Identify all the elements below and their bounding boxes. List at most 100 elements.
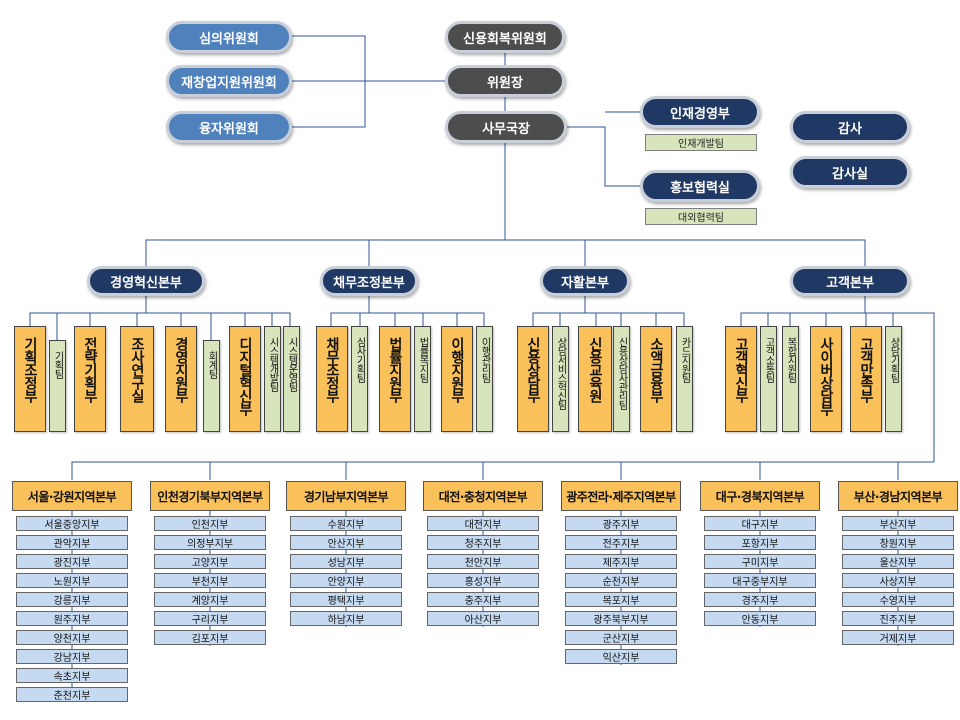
team-unit[interactable]: 이행관리팀 [476, 326, 493, 432]
branch-item[interactable]: 사상지부 [842, 573, 954, 588]
pr-cooperation-office[interactable]: 홍보협력실 [640, 170, 760, 202]
credit-recovery-committee[interactable]: 신용회복위원회 [445, 21, 565, 53]
branch-item[interactable]: 익산지부 [565, 649, 677, 664]
branch-item[interactable]: 관악지부 [16, 535, 128, 550]
branch-item[interactable]: 목포지부 [565, 592, 677, 607]
branch-item[interactable]: 홍성지부 [427, 573, 539, 588]
branch-item[interactable]: 천안지부 [427, 554, 539, 569]
branch-item[interactable]: 평택지부 [290, 592, 402, 607]
branch-item[interactable]: 충주지부 [427, 592, 539, 607]
team-unit[interactable]: 카드지원팀 [676, 326, 693, 432]
branch-item[interactable]: 원주지부 [16, 611, 128, 626]
dept-unit[interactable]: 고객만족부 [850, 326, 882, 432]
branch-item[interactable]: 계양지부 [154, 592, 266, 607]
branch-item[interactable]: 속초지부 [16, 668, 128, 683]
branch-item[interactable]: 대구중부지부 [704, 573, 816, 588]
branch-item[interactable]: 안산지부 [290, 535, 402, 550]
committee-restart-support[interactable]: 재창업지원위원회 [166, 65, 292, 97]
dept-unit[interactable]: 소액금융부 [640, 326, 672, 432]
branch-item[interactable]: 창원지부 [842, 535, 954, 550]
region-daegu-gyeongbuk[interactable]: 대구·경북지역본부 [700, 481, 820, 511]
branch-item[interactable]: 광주북부지부 [565, 611, 677, 626]
branch-item[interactable]: 춘천지부 [16, 687, 128, 702]
dept-unit[interactable]: 고객혁신부 [725, 326, 757, 432]
team-unit[interactable]: 신용상담사관리팀 [613, 326, 630, 432]
branch-item[interactable]: 군산지부 [565, 630, 677, 645]
branch-item[interactable]: 청주지부 [427, 535, 539, 550]
dept-unit[interactable]: 기획조정부 [14, 326, 46, 432]
dept-unit[interactable]: 조사연구실 [120, 326, 154, 432]
audit-office[interactable]: 감사실 [790, 156, 910, 188]
branch-item[interactable]: 노원지부 [16, 573, 128, 588]
branch-item[interactable]: 전주지부 [565, 535, 677, 550]
branch-item[interactable]: 하남지부 [290, 611, 402, 626]
branch-item[interactable]: 인천지부 [154, 516, 266, 531]
team-unit[interactable]: 시스템운영팀 [283, 326, 300, 432]
region-seoul-gangwon[interactable]: 서울·강원지역본부 [12, 481, 132, 511]
branch-item[interactable]: 안양지부 [290, 573, 402, 588]
branch-item[interactable]: 순천지부 [565, 573, 677, 588]
branch-item[interactable]: 수영지부 [842, 592, 954, 607]
dept-unit[interactable]: 사이버상담부 [810, 326, 842, 432]
branch-item[interactable]: 성남지부 [290, 554, 402, 569]
committee-review[interactable]: 심의위원회 [166, 21, 292, 53]
branch-item[interactable]: 울산지부 [842, 554, 954, 569]
branch-item[interactable]: 아산지부 [427, 611, 539, 626]
dept-unit[interactable]: 전략기획부 [74, 326, 106, 432]
branch-item[interactable]: 양천지부 [16, 630, 128, 645]
hr-development-team[interactable]: 인재개발팀 [645, 134, 757, 151]
branch-item[interactable]: 거제지부 [842, 630, 954, 645]
division-debt-adjustment[interactable]: 채무조정본부 [320, 266, 418, 296]
branch-item[interactable]: 의정부지부 [154, 535, 266, 550]
branch-item[interactable]: 수원지부 [290, 516, 402, 531]
auditor[interactable]: 감사 [790, 111, 910, 143]
team-unit[interactable]: 고객소통팀 [760, 326, 777, 432]
division-customer[interactable]: 고객본부 [790, 266, 910, 296]
dept-unit[interactable]: 신용상담부 [517, 326, 549, 432]
hr-department[interactable]: 인재경영부 [640, 96, 760, 128]
team-unit[interactable]: 기획팀 [49, 340, 66, 432]
branch-item[interactable]: 구미지부 [704, 554, 816, 569]
external-cooperation-team[interactable]: 대외협력팀 [645, 208, 757, 225]
secretary-general[interactable]: 사무국장 [445, 111, 567, 143]
branch-item[interactable]: 제주지부 [565, 554, 677, 569]
branch-item[interactable]: 부천지부 [154, 573, 266, 588]
region-daejeon-chungcheong[interactable]: 대전·충청지역본부 [423, 481, 543, 511]
region-incheon-gyeonggi-north[interactable]: 인천경기북부지역본부 [150, 481, 270, 511]
team-unit[interactable]: 복합지원팀 [782, 326, 799, 432]
chairman[interactable]: 위원장 [445, 65, 565, 97]
division-management-innovation[interactable]: 경영혁신본부 [87, 266, 205, 296]
branch-item[interactable]: 김포지부 [154, 630, 266, 645]
team-unit[interactable]: 회계팀 [203, 340, 220, 432]
dept-unit[interactable]: 법률지원부 [379, 326, 411, 432]
region-gwangju-jeolla-jeju[interactable]: 광주전라·제주지역본부 [561, 481, 681, 511]
team-unit[interactable]: 시스템개발팀 [264, 326, 281, 432]
branch-item[interactable]: 강릉지부 [16, 592, 128, 607]
dept-unit[interactable]: 채무조정부 [316, 326, 348, 432]
team-unit[interactable]: 심사기획팀 [351, 326, 368, 432]
branch-item[interactable]: 포항지부 [704, 535, 816, 550]
branch-item[interactable]: 진주지부 [842, 611, 954, 626]
branch-item[interactable]: 광진지부 [16, 554, 128, 569]
dept-unit[interactable]: 이행지원부 [441, 326, 473, 432]
branch-item[interactable]: 경주지부 [704, 592, 816, 607]
dept-unit[interactable]: 신용교육원 [578, 326, 612, 432]
branch-item[interactable]: 대구지부 [704, 516, 816, 531]
region-gyeonggi-south[interactable]: 경기남부지역본부 [286, 481, 406, 511]
branch-item[interactable]: 대전지부 [427, 516, 539, 531]
division-self-support[interactable]: 자활본부 [540, 266, 630, 296]
dept-unit[interactable]: 경영지원부 [165, 326, 197, 432]
team-unit[interactable]: 상담기획팀 [885, 326, 902, 432]
region-busan-gyeongnam[interactable]: 부산·경남지역본부 [838, 481, 958, 511]
dept-unit[interactable]: 디지털혁신부 [229, 326, 261, 432]
team-unit[interactable]: 법률복지팀 [414, 326, 431, 432]
branch-item[interactable]: 고양지부 [154, 554, 266, 569]
branch-item[interactable]: 강남지부 [16, 649, 128, 664]
committee-loan[interactable]: 융자위원회 [166, 111, 292, 143]
branch-item[interactable]: 서울중앙지부 [16, 516, 128, 531]
branch-item[interactable]: 부산지부 [842, 516, 954, 531]
branch-item[interactable]: 구리지부 [154, 611, 266, 626]
branch-item[interactable]: 광주지부 [565, 516, 677, 531]
branch-item[interactable]: 안동지부 [704, 611, 816, 626]
team-unit[interactable]: 상담서비스혁신팀 [552, 326, 569, 432]
